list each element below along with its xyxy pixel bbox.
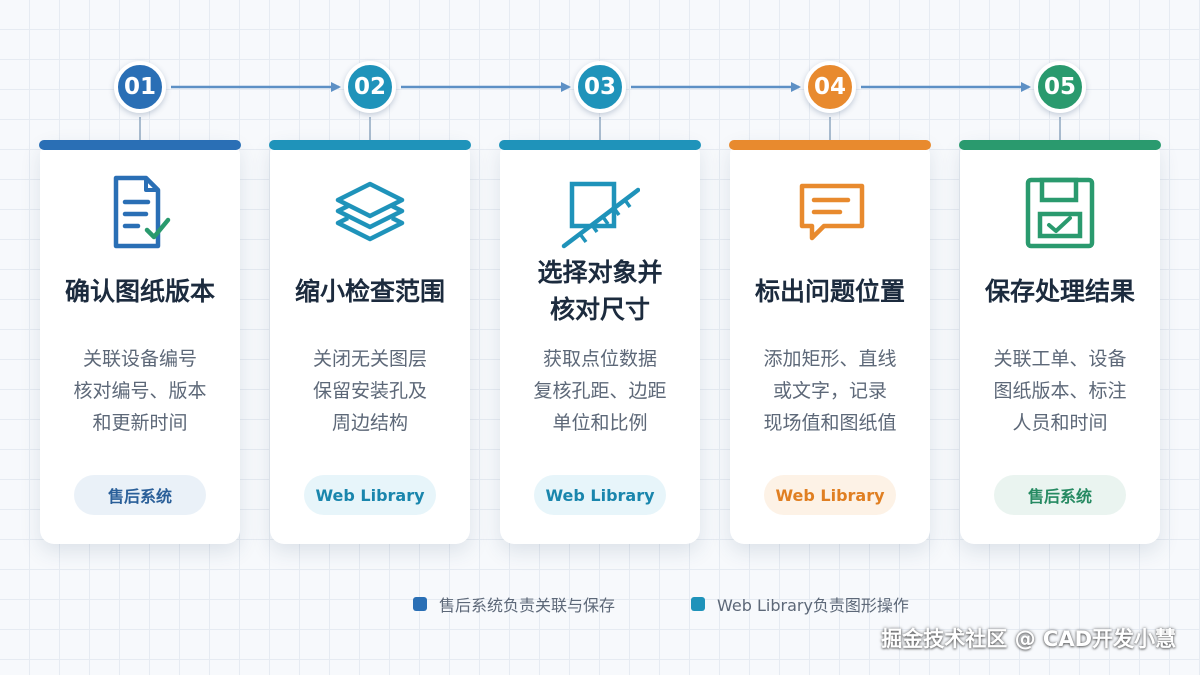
step-number-badge-1: 01 — [114, 61, 166, 113]
legend-item-aftersales: 售后系统负责关联与保存 — [413, 592, 615, 616]
step-card-1: 确认图纸版本 关联设备编号 核对编号、版本 和更新时间 售后系统 — [39, 140, 241, 544]
step-description-line: 和更新时间 — [92, 412, 188, 434]
step-title: 标出问题位置 — [754, 276, 905, 306]
layers-icon — [335, 181, 405, 242]
card-accent-bar — [269, 140, 471, 150]
step-number-badge-5: 05 — [1034, 61, 1086, 113]
system-tag: Web Library — [764, 475, 896, 515]
step-description-line: 核对编号、版本 — [73, 380, 207, 402]
step-description-line: 人员和时间 — [1012, 412, 1108, 434]
step-description-line: 关联设备编号 — [82, 348, 197, 370]
system-tag: 售后系统 — [994, 475, 1126, 515]
measure-ruler-icon — [561, 181, 640, 249]
step-number-badge-3: 03 — [574, 61, 626, 113]
step-number-badge-2: 02 — [344, 61, 396, 113]
step-card-3: 选择对象并核对尺寸 获取点位数据 复核孔距、边距 单位和比例 Web Libra… — [499, 140, 701, 544]
step-description-line: 关闭无关图层 — [312, 348, 427, 370]
step-description-line: 单位和比例 — [552, 412, 648, 434]
step-description: 添加矩形、直线 或文字，记录 现场值和图纸值 — [730, 343, 930, 439]
step-connector-4 — [829, 117, 831, 141]
step-description-line: 添加矩形、直线 — [763, 348, 897, 370]
system-tag: 售后系统 — [74, 475, 206, 515]
comment-icon — [799, 183, 865, 241]
step-description: 关联工单、设备 图纸版本、标注 人员和时间 — [960, 343, 1160, 439]
step-description: 关联设备编号 核对编号、版本 和更新时间 — [40, 343, 240, 439]
step-title: 保存处理结果 — [984, 276, 1135, 306]
legend-item-weblibrary: Web Library负责图形操作 — [691, 592, 909, 616]
step-card-5: 保存处理结果 关联工单、设备 图纸版本、标注 人员和时间 售后系统 — [959, 140, 1161, 544]
step-title: 缩小检查范围 — [294, 276, 445, 306]
step-description-line: 现场值和图纸值 — [763, 412, 897, 434]
step-description-line: 周边结构 — [331, 412, 408, 434]
document-check-icon — [113, 175, 171, 249]
step-connector-5 — [1059, 117, 1061, 141]
step-connector-1 — [139, 117, 141, 141]
step-title: 选择对象并核对尺寸 — [537, 258, 663, 324]
card-accent-bar — [499, 140, 701, 150]
card-accent-bar — [959, 140, 1161, 150]
step-connector-3 — [599, 117, 601, 141]
system-tag: Web Library — [304, 475, 436, 515]
legend-swatch — [691, 597, 705, 611]
step-card-2: 缩小检查范围 关闭无关图层 保留安装孔及 周边结构 Web Library — [269, 140, 471, 544]
step-description-line: 关联工单、设备 — [993, 348, 1127, 370]
step-number-badge-4: 04 — [804, 61, 856, 113]
step-description: 关闭无关图层 保留安装孔及 周边结构 — [270, 343, 470, 439]
legend-swatch — [413, 597, 427, 611]
step-card-4: 标出问题位置 添加矩形、直线 或文字，记录 现场值和图纸值 Web Librar… — [729, 140, 931, 544]
legend-label: 售后系统负责关联与保存 — [439, 596, 616, 615]
step-description-line: 保留安装孔及 — [312, 380, 427, 402]
card-accent-bar — [729, 140, 931, 150]
step-connector-2 — [369, 117, 371, 141]
step-description-line: 图纸版本、标注 — [993, 380, 1127, 402]
step-description-line: 获取点位数据 — [542, 348, 657, 370]
save-check-icon — [1025, 177, 1095, 249]
step-description: 获取点位数据 复核孔距、边距 单位和比例 — [500, 343, 700, 439]
card-accent-bar — [39, 140, 241, 150]
legend-label: Web Library负责图形操作 — [717, 596, 909, 615]
watermark-text: 掘金技术社区 @ CAD开发小慧 — [881, 627, 1176, 651]
step-description-line: 或文字，记录 — [772, 380, 887, 402]
step-title: 确认图纸版本 — [64, 276, 215, 306]
system-tag: Web Library — [534, 475, 666, 515]
step-description-line: 复核孔距、边距 — [533, 380, 667, 402]
